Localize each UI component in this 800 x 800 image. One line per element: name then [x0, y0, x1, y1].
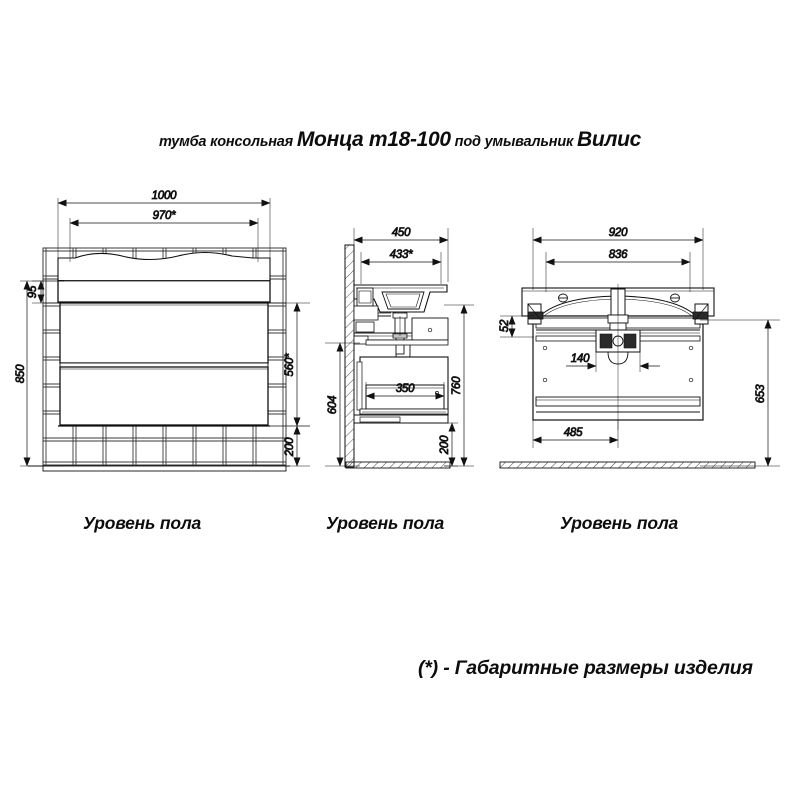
dim-rear-52: 52	[499, 315, 534, 338]
dim-rear-140: 140	[566, 352, 660, 372]
cabinet-bottom-band	[353, 414, 449, 424]
cabinet-internal-frame	[353, 305, 449, 346]
dim-label-52: 52	[499, 319, 511, 332]
dim-label-140: 140	[571, 353, 590, 365]
page-title: тумба консольная Монца т18-100 под умыва…	[0, 128, 800, 152]
dim-rear-836: 836	[545, 249, 691, 292]
dim-label-450: 450	[392, 227, 411, 239]
side-view: 450 433* 604 350	[325, 227, 474, 469]
dim-side-200: 200	[439, 422, 458, 467]
siphon-drain	[392, 311, 411, 365]
dim-rear-485: 485	[532, 420, 619, 448]
dim-side-760: 760	[444, 304, 474, 467]
floor-slab-rear	[499, 461, 756, 469]
page-title-part-0: тумба консольная	[158, 134, 297, 150]
page-title-part-1: Монца т18-100	[296, 128, 451, 151]
dim-front-850: 850	[15, 280, 64, 467]
floor-label-rear: Уровень пола	[560, 513, 679, 533]
dim-rear-653: 653	[700, 319, 780, 467]
dim-label-604: 604	[327, 396, 339, 415]
dim-label-760: 760	[451, 376, 463, 395]
wall-mount-brackets	[527, 303, 709, 325]
dim-label-970: 970*	[153, 210, 177, 222]
dim-side-604: 604	[325, 342, 360, 467]
rear-view: 920 836 52 140	[499, 227, 780, 469]
siphon-rear	[595, 284, 641, 430]
dim-label-200-front: 200	[284, 437, 296, 457]
floor-label-side: Уровень пола	[326, 513, 445, 533]
dim-label-653: 653	[755, 384, 767, 403]
wall-section	[344, 244, 355, 468]
dim-label-200-side: 200	[439, 435, 451, 455]
dim-front-95: 95	[27, 280, 64, 304]
washbasin-section	[353, 284, 448, 313]
dim-label-836: 836	[609, 249, 628, 261]
dim-label-485: 485	[564, 427, 583, 439]
dim-label-920: 920	[609, 227, 628, 239]
dim-label-95: 95	[27, 285, 39, 298]
dim-rear-920: 920	[532, 227, 704, 290]
cabinet-front-body	[57, 279, 271, 427]
front-view: 1000 970* 850 95	[15, 190, 310, 472]
dim-side-433: 433*	[360, 249, 442, 284]
dim-front-560: 560*	[264, 302, 310, 427]
page-title-part-2: под умывальник	[450, 134, 577, 150]
dim-label-560: 560*	[284, 353, 296, 377]
dim-front-200: 200	[264, 425, 310, 467]
dim-side-450: 450	[353, 227, 449, 282]
dim-side-350: 350	[365, 382, 445, 408]
footnote: (*) - Габаритные размеры изделия	[418, 657, 753, 679]
dim-label-1000: 1000	[152, 190, 178, 202]
washbasin-top-outline	[57, 251, 271, 280]
dim-label-850: 850	[15, 364, 27, 383]
floor-label-front: Уровень пола	[83, 513, 202, 533]
dim-front-1000: 1000	[57, 190, 271, 262]
page-title-part-3: Вилис	[576, 128, 642, 151]
floor-slab-side	[345, 461, 451, 469]
dim-front-970: 970*	[69, 210, 259, 262]
dim-label-433: 433*	[390, 249, 414, 261]
dim-label-350: 350	[396, 383, 415, 395]
